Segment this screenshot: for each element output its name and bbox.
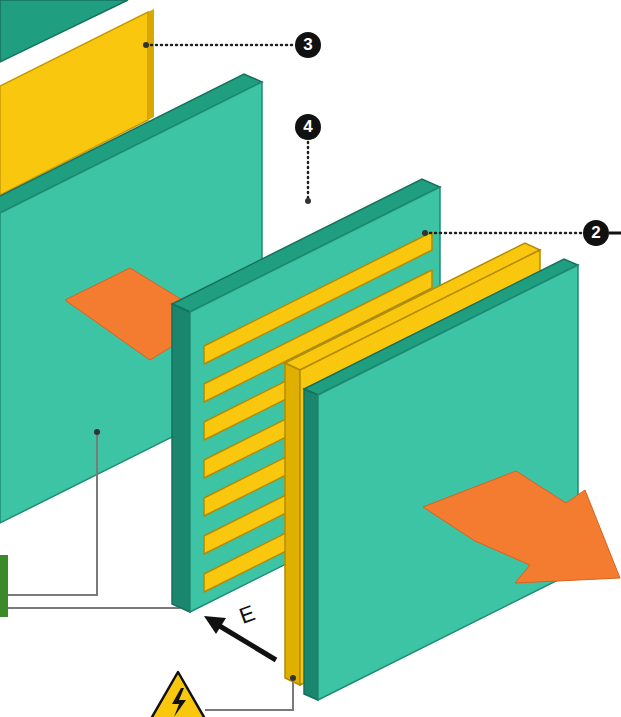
leader-dot: [422, 230, 428, 236]
comb-electrode-edge: [148, 9, 154, 120]
leader-lines: [146, 45, 582, 233]
callout-number: 2: [583, 220, 609, 246]
callout-number: 3: [295, 32, 321, 58]
callout-number: 4: [295, 114, 321, 140]
callout-circle: [295, 114, 321, 140]
leader-line: [609, 232, 621, 235]
field-arrowhead: [204, 616, 226, 634]
warning-symbol: [148, 672, 208, 717]
lightning-symbol: [172, 688, 186, 717]
middle-plate-side: [172, 304, 190, 612]
wire-dot: [290, 675, 296, 681]
leader-dot: [305, 198, 311, 204]
flat-electrode-side: [285, 363, 300, 685]
voltage-source: [0, 555, 8, 617]
callout-circle: [583, 220, 609, 246]
field-arrow: [218, 625, 276, 660]
field-label: E: [237, 602, 258, 628]
front-plate-side: [304, 389, 318, 700]
callout-circle: [295, 32, 321, 58]
front-plate: [318, 265, 578, 700]
light-arrow-out: [423, 471, 620, 583]
wire-dot: [94, 429, 100, 435]
leader-dot: [143, 42, 149, 48]
